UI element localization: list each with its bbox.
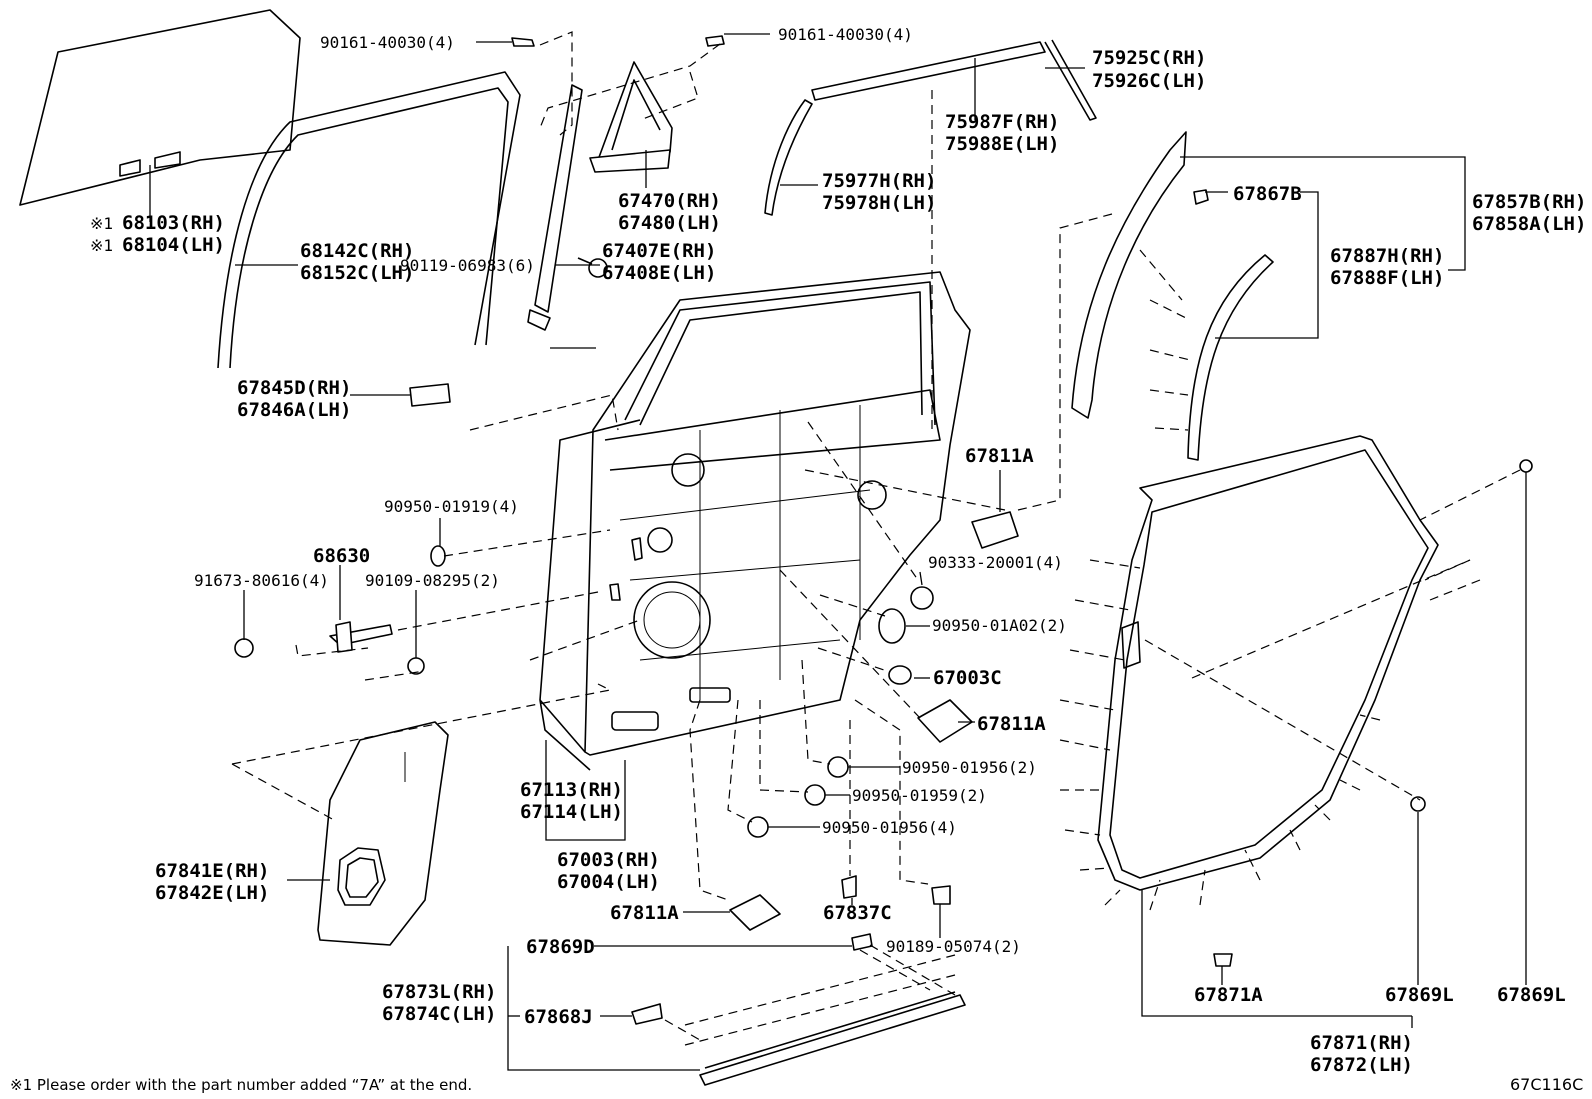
label-67871a: 67871A	[1194, 984, 1263, 1006]
label-90950-01919: 90950-01919(4)	[384, 497, 519, 516]
part-labels: 90161-40030(4) 90161-40030(4) 75925C(RH)…	[90, 25, 1586, 1076]
quarter-window	[589, 61, 673, 173]
label-67480: 67480(LH)	[618, 212, 721, 234]
service-hole-cover	[317, 721, 449, 946]
label-67407e: 67407E(RH)	[602, 240, 716, 262]
label-67869l-right: 67869L	[1497, 984, 1566, 1006]
label-67837c: 67837C	[823, 902, 892, 924]
label-90950-01956-four: 90950-01956(4)	[822, 818, 957, 837]
label-67113: 67113(RH)	[520, 779, 623, 801]
label-67858a: 67858A(LH)	[1472, 213, 1586, 235]
label-68152c: 68152C(LH)	[300, 262, 414, 284]
label-67869l-left: 67869L	[1385, 984, 1454, 1006]
label-67869d: 67869D	[526, 936, 595, 958]
diagram-code: 67C116C	[1510, 1075, 1583, 1094]
label-90333-20001: 90333-20001(4)	[928, 553, 1063, 572]
label-90189-05074: 90189-05074(2)	[886, 937, 1021, 956]
label-67868j: 67868J	[524, 1006, 593, 1028]
door-glass	[19, 9, 301, 206]
label-67811a-middle: 67811A	[977, 713, 1046, 735]
label-68104: 68104(LH)	[122, 234, 225, 256]
belt-mouldings	[764, 39, 1097, 216]
leader-lines	[149, 33, 1527, 1071]
note-mark-68104: ※1	[90, 236, 113, 255]
label-67873l: 67873L(RH)	[382, 981, 496, 1003]
label-67004: 67004(LH)	[557, 871, 660, 893]
label-67003c: 67003C	[933, 667, 1002, 689]
label-67408e: 67408E(LH)	[602, 262, 716, 284]
label-67114: 67114(LH)	[520, 801, 623, 823]
label-67811a-upper: 67811A	[965, 445, 1034, 467]
label-68630: 68630	[313, 545, 370, 567]
label-75977h: 75977H(RH)	[822, 170, 936, 192]
label-90950-01a02: 90950-01A02(2)	[932, 616, 1067, 635]
assembly-lines	[231, 31, 1521, 1041]
footnote: ※1 Please order with the part number add…	[10, 1076, 472, 1094]
label-67842e: 67842E(LH)	[155, 882, 269, 904]
label-67874c: 67874C(LH)	[382, 1003, 496, 1025]
division-bar	[527, 84, 583, 331]
label-67845d: 67845D(RH)	[237, 377, 351, 399]
label-75926c: 75926C(LH)	[1092, 70, 1206, 92]
label-67841e: 67841E(RH)	[155, 860, 269, 882]
label-68142c: 68142C(RH)	[300, 240, 414, 262]
label-67872: 67872(LH)	[1310, 1054, 1413, 1076]
label-67888f: 67888F(LH)	[1330, 267, 1444, 289]
label-75978h: 75978H(LH)	[822, 192, 936, 214]
label-90950-01959: 90950-01959(2)	[852, 786, 987, 805]
label-90161-40030-right: 90161-40030(4)	[778, 25, 913, 44]
label-90119-06983: 90119-06983(6)	[400, 256, 535, 275]
label-67470: 67470(RH)	[618, 190, 721, 212]
label-90109-08295: 90109-08295(2)	[365, 571, 500, 590]
label-75925c: 75925C(RH)	[1092, 47, 1206, 69]
label-67811a-lower: 67811A	[610, 902, 679, 924]
label-68103: 68103(RH)	[122, 212, 225, 234]
hardware	[234, 35, 1533, 1025]
label-67846a: 67846A(LH)	[237, 399, 351, 421]
label-75987f: 75987F(RH)	[945, 111, 1059, 133]
glass-run-channel	[217, 71, 521, 369]
label-67867b: 67867B	[1233, 183, 1302, 205]
label-90950-01956-two: 90950-01956(2)	[902, 758, 1037, 777]
label-67857b: 67857B(RH)	[1472, 191, 1586, 213]
label-67003: 67003(RH)	[557, 849, 660, 871]
door-weatherstrip	[1059, 435, 1481, 911]
opening-weatherstrip-upper	[1071, 131, 1274, 461]
label-75988e: 75988E(LH)	[945, 133, 1059, 155]
note-mark-68103: ※1	[90, 214, 113, 233]
label-90161-40030-left: 90161-40030(4)	[320, 33, 455, 52]
rear-door-panel	[539, 271, 971, 771]
label-67887h: 67887H(RH)	[1330, 245, 1444, 267]
rocker-moulding	[684, 954, 966, 1086]
label-67871: 67871(RH)	[1310, 1032, 1413, 1054]
label-91673-80616: 91673-80616(4)	[194, 571, 329, 590]
